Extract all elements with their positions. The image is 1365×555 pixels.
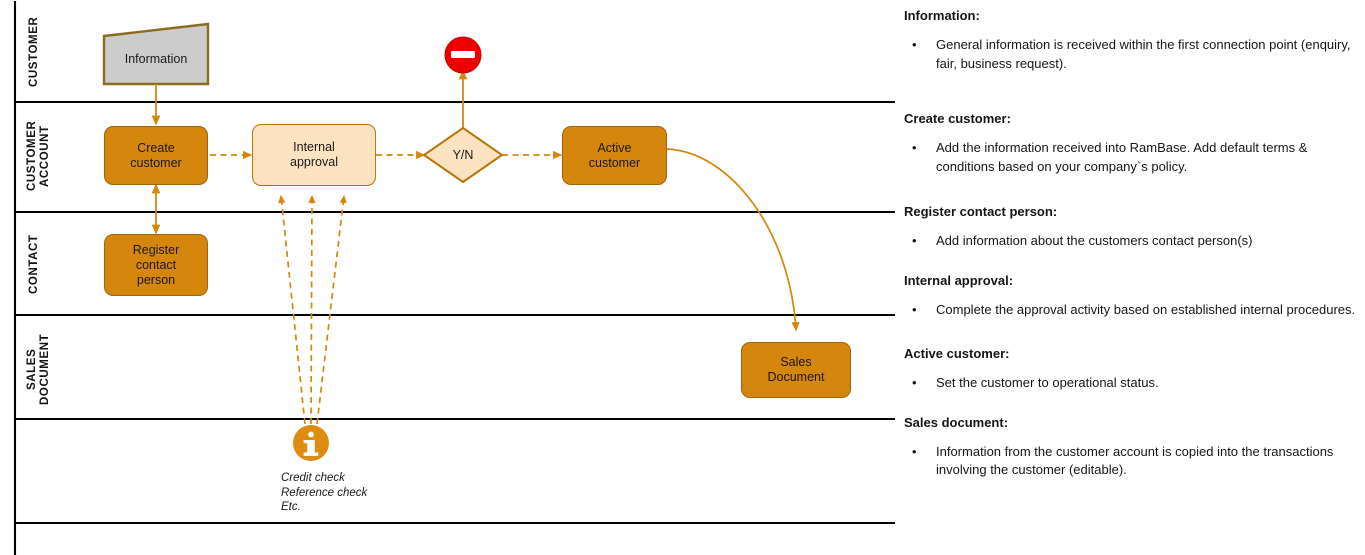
node-information[interactable]: Information — [104, 34, 208, 84]
edges-info-to-approval — [278, 194, 347, 425]
bullet-icon: • — [912, 443, 917, 459]
list-item-text: Set the customer to operational status. — [936, 375, 1159, 390]
edge-active-to-salesdoc — [666, 148, 800, 332]
section-register-contact-person-heading: Register contact person: — [904, 204, 1058, 219]
lane-label-customer-account: CUSTOMER ACCOUNT — [26, 120, 51, 192]
section-sales-document-list: • Information from the customer account … — [904, 443, 1359, 480]
section-active-customer-list: • Set the customer to operational status… — [904, 374, 1359, 393]
list-item-text: Information from the customer account is… — [936, 443, 1334, 478]
bullet-icon: • — [912, 37, 917, 52]
node-create-customer-label: Create customer — [130, 140, 182, 170]
section-active-customer-heading: Active customer: — [904, 346, 1010, 361]
node-sales-document[interactable]: Sales Document — [741, 342, 851, 398]
section-internal-approval: Internal approval: • Complete the approv… — [904, 273, 1359, 320]
node-information-label: Information — [124, 51, 188, 66]
lane-label-contact: CONTACT — [28, 234, 40, 294]
node-register-contact-person[interactable]: Register contact person — [104, 234, 208, 296]
diagram-canvas: Internal approval --> decision --> Activ… — [13, 1, 895, 555]
bullet-icon: • — [912, 233, 917, 248]
list-item: • Information from the customer account … — [904, 443, 1359, 480]
list-item: • Complete the approval activity based o… — [904, 301, 1359, 320]
section-create-customer: Create customer: • Add the information r… — [904, 111, 1359, 176]
bullet-icon: • — [912, 301, 917, 317]
list-item: • Set the customer to operational status… — [904, 374, 1359, 393]
list-item: • Add the information received into RamB… — [904, 139, 1359, 176]
section-register-contact-person-list: • Add information about the customers co… — [904, 232, 1359, 251]
section-register-contact-person: Register contact person: • Add informati… — [904, 204, 1359, 251]
lane-separators — [14, 100, 895, 525]
bullet-icon: • — [912, 375, 917, 390]
node-active-customer[interactable]: Active customer — [562, 126, 667, 185]
section-information: Information: • General information is re… — [904, 8, 1359, 73]
information-shape — [102, 22, 210, 86]
section-information-heading: Information: — [904, 8, 980, 23]
section-internal-approval-heading: Internal approval: — [904, 272, 1014, 288]
description-panel: Information: • General information is re… — [900, 0, 1365, 555]
section-information-list: • General information is received within… — [904, 36, 1359, 73]
node-internal-approval-label: Internal approval — [290, 140, 338, 169]
decision-diamond — [422, 126, 504, 184]
lane-label-customer: CUSTOMER — [28, 16, 40, 88]
lane-label-sales-document: SALES DOCUMENT — [26, 333, 51, 405]
node-register-contact-person-label: Register contact person — [132, 242, 180, 287]
swimlane-diagram: Internal approval --> decision --> Activ… — [13, 1, 895, 555]
section-sales-document-heading: Sales document: — [904, 414, 1009, 430]
section-active-customer: Active customer: • Set the customer to o… — [904, 346, 1359, 393]
section-sales-document: Sales document: • Information from the c… — [904, 415, 1359, 480]
list-item: • Add information about the customers co… — [904, 232, 1359, 251]
info-icon — [293, 425, 329, 461]
node-create-customer[interactable]: Create customer — [104, 126, 208, 185]
section-internal-approval-list: • Complete the approval activity based o… — [904, 301, 1359, 320]
stop-sign-icon — [444, 36, 482, 74]
section-create-customer-heading: Create customer: — [904, 111, 1011, 126]
node-sales-document-label: Sales Document — [767, 355, 825, 384]
node-active-customer-label: Active customer — [588, 140, 641, 170]
bullet-icon: • — [912, 140, 917, 155]
section-create-customer-list: • Add the information received into RamB… — [904, 139, 1359, 176]
list-item-text: Add the information received into RamBas… — [936, 140, 1308, 174]
list-item-text: General information is received within t… — [936, 37, 1351, 71]
list-item: • General information is received within… — [904, 36, 1359, 73]
list-item-text: Complete the approval activity based on … — [936, 301, 1356, 317]
node-internal-approval[interactable]: Internal approval — [252, 124, 376, 186]
list-item-text: Add information about the customers cont… — [936, 233, 1253, 248]
info-annotation: Credit check Reference check Etc. — [281, 472, 368, 513]
